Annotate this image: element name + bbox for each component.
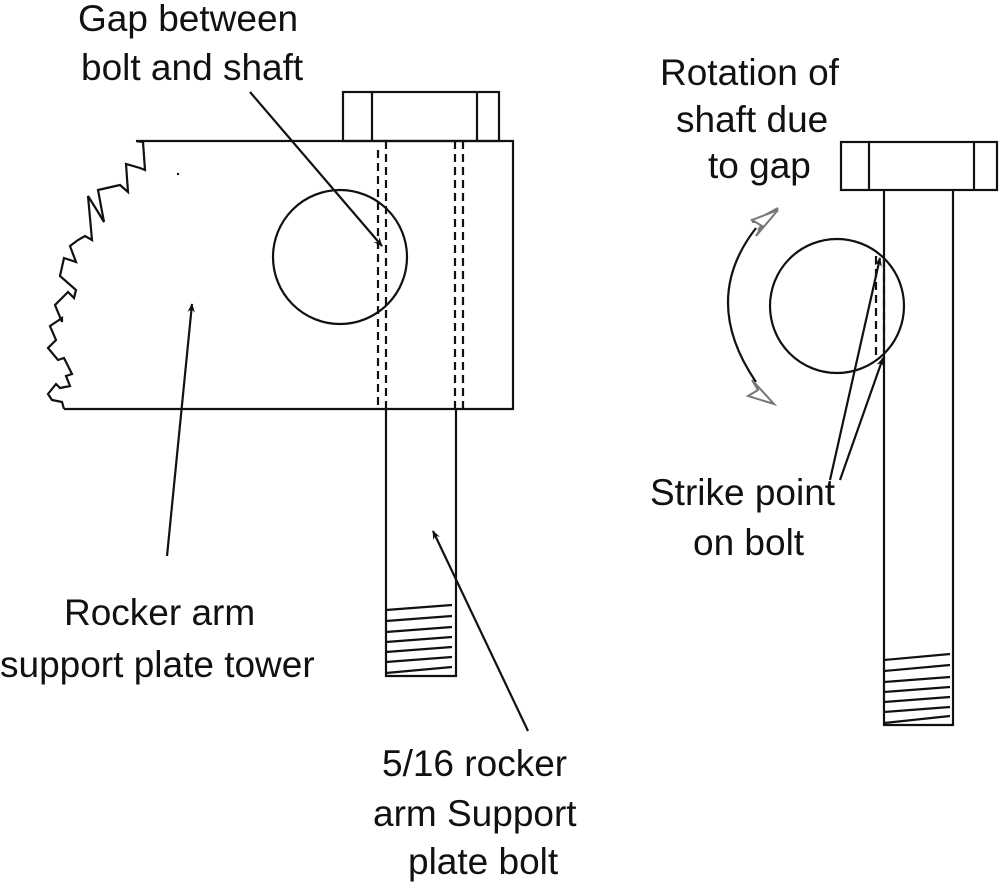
label-gap-line1: Gap between [78,0,298,39]
strike-arrow-top [828,257,882,481]
right-bolt [839,140,999,727]
tower-leader-arrow [165,303,195,557]
label-strike-line2: on bolt [693,522,805,563]
tower-outline [64,139,515,411]
label-bolt-line2: arm Support [373,793,577,834]
speck [176,172,180,176]
label-gap: Gap between bolt and shaft [78,0,304,88]
strike-arrow-bottom [838,357,885,481]
bolt-shank [384,409,458,678]
gap-leader-arrow [249,91,383,247]
label-gap-line2: bolt and shaft [81,47,304,88]
label-bolt-line1: 5/16 rocker [382,743,567,784]
bolt-shank [882,190,955,727]
bolt-head [341,90,501,143]
label-bolt-line3: plate bolt [408,841,559,882]
bolt-head [839,140,999,192]
hollow-arrowhead-down [745,379,778,407]
label-tower: Rocker arm support plate tower [0,592,315,685]
label-strike-line1: Strike point [650,472,836,513]
left-bolt [341,90,501,678]
tower-broken-edge [46,139,147,410]
rotation-arrow [726,207,779,407]
shaft-circle [271,188,409,326]
label-rotation-line3: to gap [708,145,811,186]
bolt-leader-arrow [432,530,529,732]
label-strike: Strike point on bolt [650,472,836,563]
label-tower-line2: support plate tower [0,644,315,685]
shaft-circle [768,237,906,375]
bolt-threads [385,603,453,675]
hollow-arrowhead-up [749,209,779,237]
label-bolt: 5/16 rocker arm Support plate bolt [373,743,577,882]
label-rotation-line2: shaft due [676,99,828,140]
label-rotation: Rotation of shaft due to gap [660,52,840,186]
bolt-threads [883,652,951,725]
rotating-shaft [768,237,906,375]
support-plate-tower [46,139,515,411]
label-rotation-line1: Rotation of [660,52,840,93]
label-tower-line1: Rocker arm [64,592,255,633]
